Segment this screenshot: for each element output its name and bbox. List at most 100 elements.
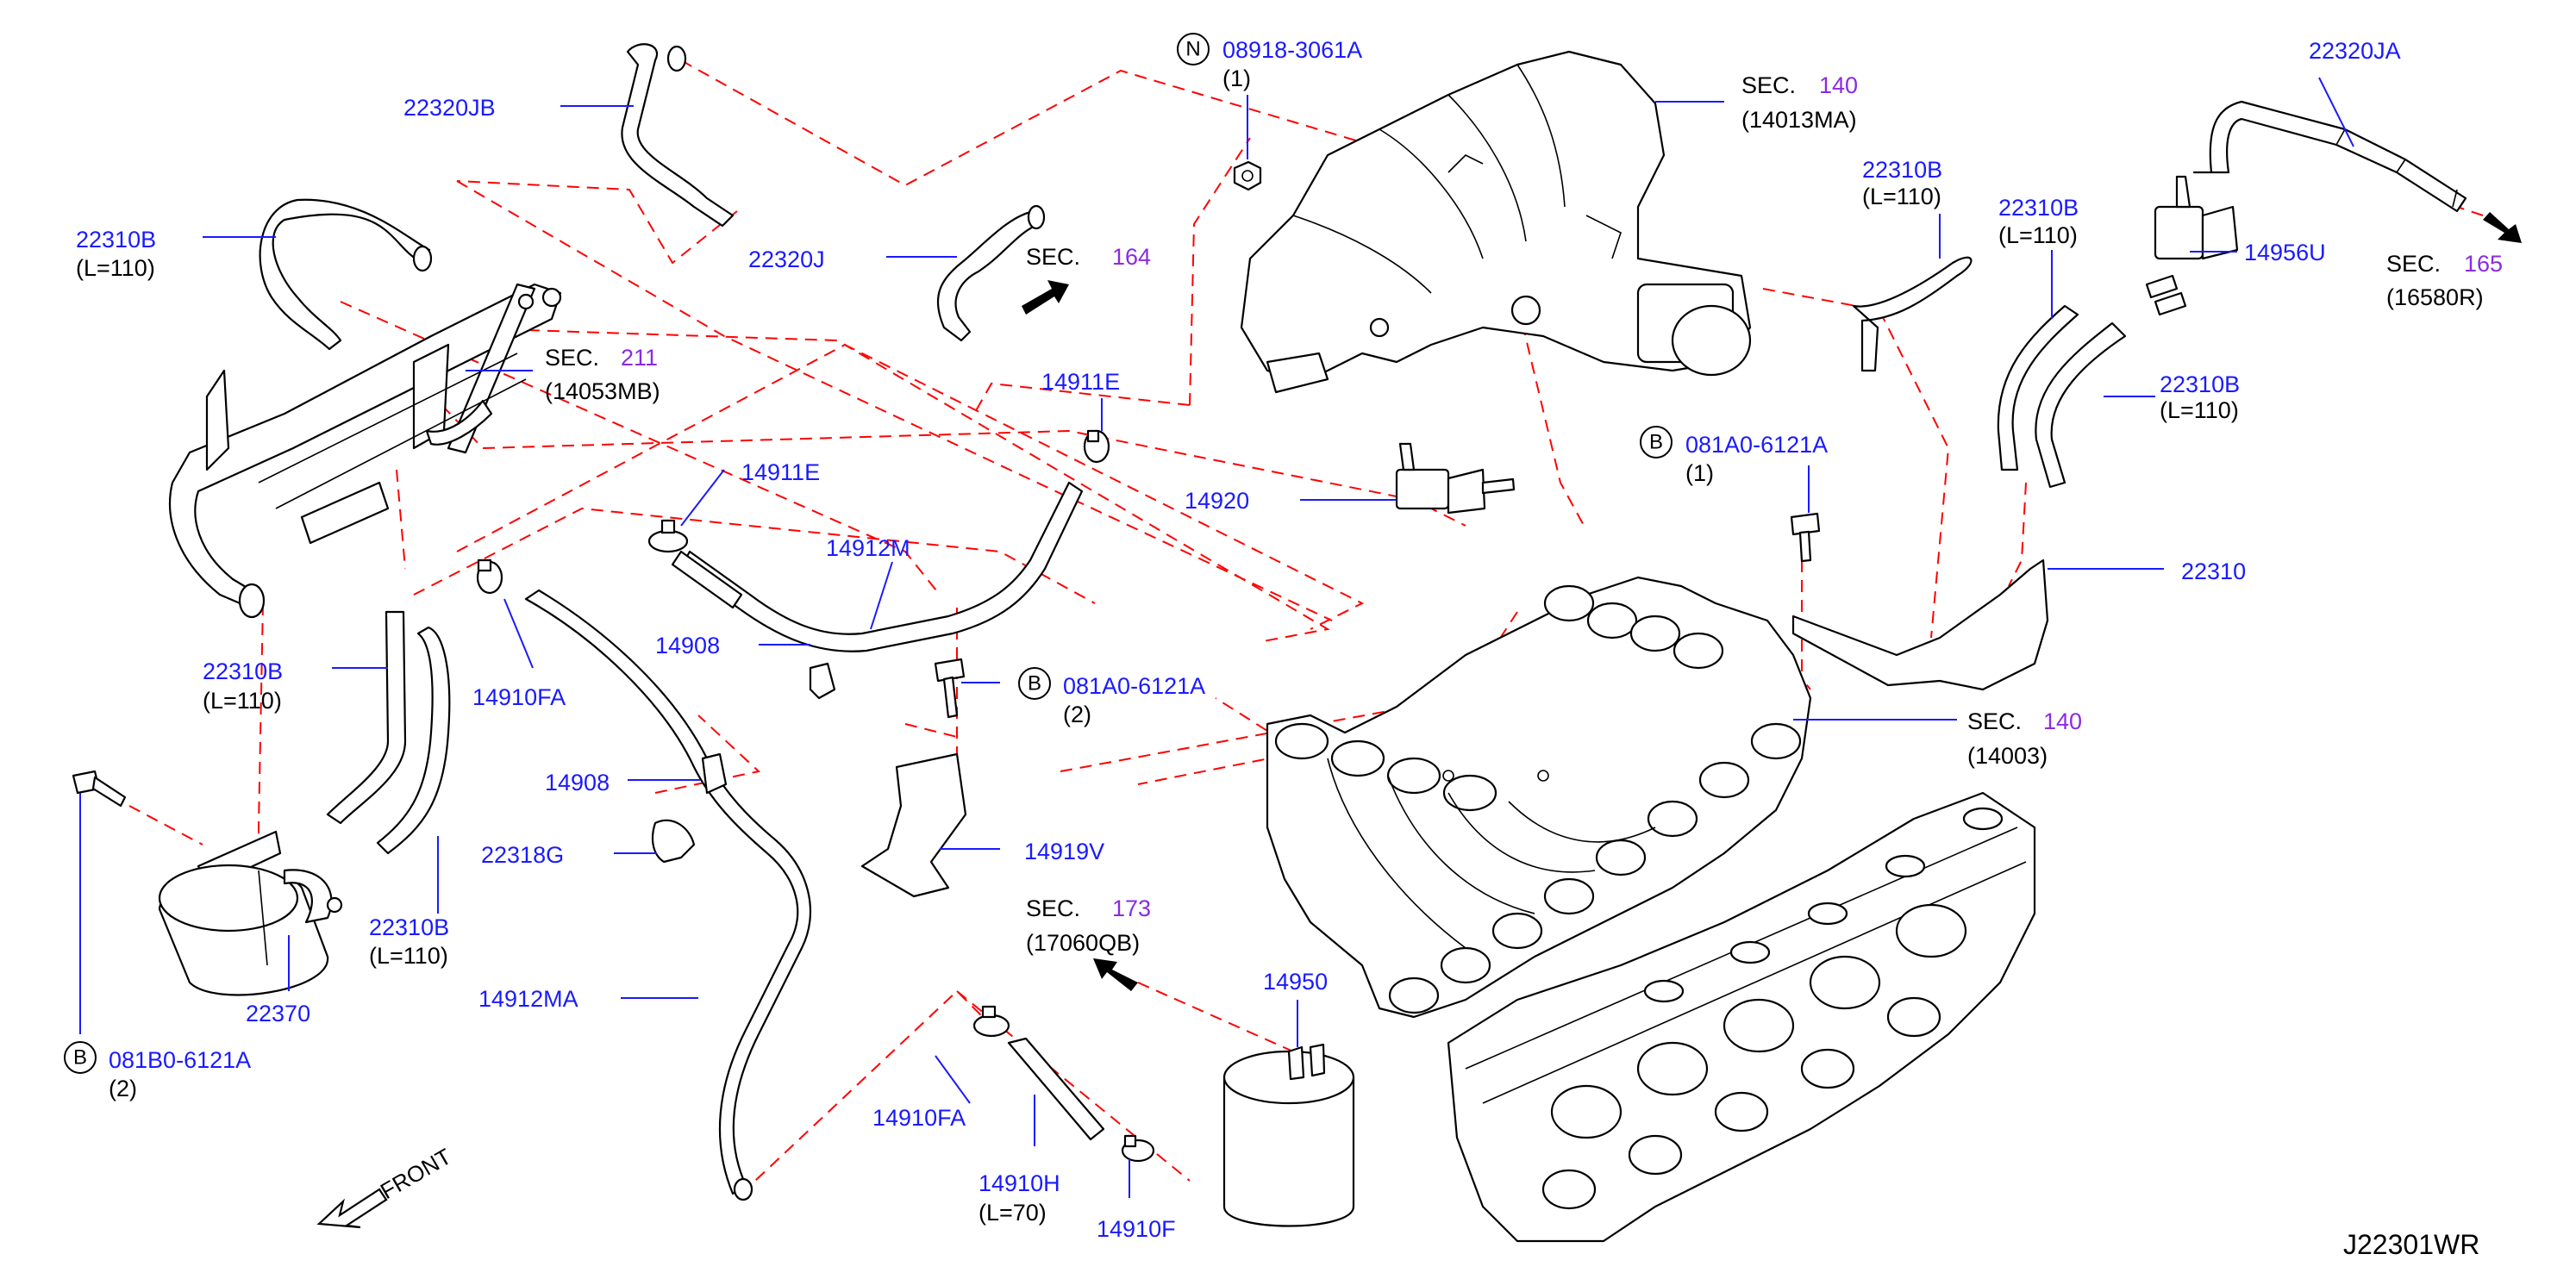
clip-22318g [651,819,696,864]
label-14908-a: 14908 [655,633,720,658]
label-14910h: 14910H [979,1170,1060,1196]
label-22320j: 22320J [748,246,825,272]
label-14910fa-bottom: 14910FA [872,1105,966,1131]
label-sec-173-ref: (17060QB) [1026,930,1140,956]
hose-22310b-right-b [2035,321,2127,489]
label-081a0-right: 081A0-6121A [1685,432,1828,458]
canister-14950 [1222,1043,1355,1227]
svg-text:B: B [73,1046,87,1070]
clamp-14911e-left [647,519,689,553]
label-sec-164: SEC. [1026,244,1080,270]
label-sec-165: SEC. [2386,251,2441,277]
hose-22310b-middle [1852,256,1973,372]
label-081a0-right-qty: (1) [1685,460,1714,486]
hose-22320j [936,209,1041,342]
intake-manifold-upper [1240,50,1752,394]
hose-22310b-right-a [1997,304,2079,471]
label-sec-165-ref: (16580R) [2386,284,2484,310]
clip-14908-b [701,752,728,795]
canister-22370 [158,830,343,996]
label-22370: 22370 [246,1001,310,1026]
clip-14908-a [809,662,836,700]
label-22310b-right-2-length: (L=110) [2160,397,2239,423]
label-14919v: 14919V [1024,839,1104,864]
label-sec-173: SEC. [1026,895,1080,921]
label-22310b-lower-left-length: (L=110) [203,688,282,714]
label-sec-140-low-number: 140 [2043,708,2082,734]
marker-b-081a0-right: B [1640,426,1673,459]
hose-22310b-left-a [326,610,407,825]
hose-14910h [1007,1037,1105,1141]
sec165-arrow [2483,212,2522,243]
marker-b-081b0: B [64,1041,97,1074]
leader-lines [79,77,2354,1198]
sec164-arrow [1022,280,1069,315]
label-08918-3061a: 08918-3061A [1222,37,1362,63]
label-081b0: 081B0-6121A [109,1047,251,1073]
label-sec-140-low-ref: (14003) [1967,743,2048,769]
label-22310b-lower-left: 22310B [203,658,283,684]
label-sec-140-top: SEC. [1741,72,1796,98]
hose-22310b-top-left [259,198,431,351]
bolt-081b0 [72,770,127,808]
label-22320ja: 22320JA [2309,38,2401,64]
parts [72,43,2522,1243]
hose-14912m [679,481,1084,652]
label-14912ma: 14912MA [478,986,578,1012]
label-sec-165-number: 165 [2464,251,2503,277]
label-22310b-lower-bottom: 22310B [369,914,449,940]
label-22310b-top-left: 22310B [76,227,156,253]
label-22310b-middle-length: (L=110) [1862,184,1941,209]
hose-end [666,45,687,72]
clamp-14910fa-left [476,558,503,595]
water-pipe-assembly [169,283,562,619]
hose-end [733,1177,753,1201]
label-sec-173-number: 173 [1112,895,1151,921]
svg-text:B: B [1649,431,1663,454]
nut-08918 [1233,160,1262,191]
clamp-14910fa-bottom [972,1005,1010,1038]
marker-n-08918: N [1177,33,1210,66]
label-081a0-middle-qty: (2) [1063,702,1091,727]
label-14911e-right: 14911E [1041,369,1120,395]
label-22320jb: 22320JB [403,95,496,121]
label-22310b-right-2: 22310B [2160,371,2240,397]
bracket-14919v [860,752,967,898]
label-08918-qty: (1) [1222,66,1251,91]
label-front: FRONT [376,1143,456,1204]
label-22318g: 22318G [481,842,564,868]
label-22310b-lower-bottom-length: (L=110) [369,943,448,969]
dashed-connectors [128,59,2484,1195]
front-arrow [316,1188,388,1229]
label-sec-140-top-number: 140 [1819,72,1858,98]
sec173-arrow [1093,958,1138,991]
bracket-22310 [1791,558,2049,691]
svg-text:N: N [1185,38,1200,61]
label-14920: 14920 [1185,488,1249,514]
label-22310: 22310 [2181,558,2246,584]
cylinder-head [1447,791,2036,1243]
label-081a0-middle: 081A0-6121A [1063,673,1205,699]
hose-22320jb [621,43,735,228]
intake-manifold-lower [1266,576,1812,1019]
hose-22310b-left-b [376,626,451,855]
diagram-code: J22301WR [2343,1229,2479,1260]
label-14911e-left: 14911E [741,459,820,485]
hose-end [412,245,433,272]
label-sec-140-top-ref: (14013MA) [1741,107,1857,133]
label-081b0-qty: (2) [109,1076,137,1101]
label-sec-211-number: 211 [621,345,658,371]
label-sec-211-ref: (14053MB) [545,378,660,404]
solenoid-14920 [1395,442,1516,515]
label-14910f: 14910F [1097,1216,1176,1242]
label-14912m: 14912M [826,535,910,561]
label-22310b-right-1: 22310B [1998,195,2079,221]
label-14910h-length: (L=70) [979,1200,1047,1226]
bolt-081a0-right [1790,512,1821,563]
label-22310b-top-left-length: (L=110) [76,255,155,281]
clamp-14910f [1121,1134,1155,1163]
hose-14912ma [524,589,812,1195]
label-22310b-middle: 22310B [1862,157,1942,183]
label-sec-140-low: SEC. [1967,708,2022,734]
